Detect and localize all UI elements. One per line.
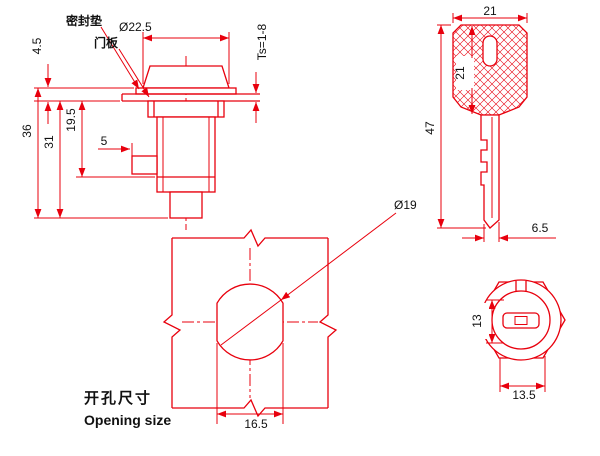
dim-panel-thickness-label: Ts=1-8	[255, 24, 269, 61]
dim-gasket-thickness: 4.5	[30, 37, 52, 124]
dim-key-tip-width-label: 6.5	[532, 221, 549, 235]
lock-body	[156, 116, 216, 193]
key-slot-notch	[514, 316, 528, 325]
opening-caption-en: Opening size	[84, 412, 171, 428]
dim-head-diameter: Ø22.5	[119, 20, 230, 84]
dim-under-panel-height-label: 31	[42, 135, 56, 149]
cam-tab	[131, 155, 158, 175]
gasket-label: 密封垫	[66, 13, 102, 28]
key-blade	[480, 114, 500, 229]
dim-hole-diameter-label: Ø19	[394, 198, 417, 212]
lock-head	[142, 65, 230, 89]
opening-view: Ø19 16.5 开孔尺寸 Opening size	[84, 198, 417, 431]
door-panel-leader-line	[118, 48, 150, 98]
mounting-nut	[147, 100, 225, 118]
cam-stem	[169, 191, 203, 219]
key-view: 21 21 47 6.5	[423, 4, 556, 242]
dim-key-length: 47	[423, 24, 486, 229]
key-slot	[502, 312, 540, 329]
mounting-hole	[216, 283, 284, 361]
dim-thread-length-label: 19.5	[64, 108, 78, 132]
dim-key-head-width-label: 21	[483, 4, 497, 18]
anti-rotation-tab	[515, 281, 527, 292]
side-view: Ø22.5 4.5 36 31 19.5	[20, 13, 269, 230]
dim-overall-height: 36	[20, 88, 42, 218]
dim-cam-offset: 5	[98, 134, 133, 157]
dim-key-head-width: 21	[452, 4, 528, 23]
gasket-leader-line	[100, 26, 140, 90]
dim-panel-thickness: Ts=1-8	[252, 24, 269, 123]
sealing-gasket	[135, 87, 237, 95]
dim-across-flats-label: 16.5	[244, 417, 268, 431]
dim-face-width: 13.5	[499, 356, 546, 402]
dim-gasket-thickness-label: 4.5	[30, 37, 44, 54]
dim-hole-diameter: Ø19	[220, 198, 417, 346]
dim-slot-height: 13	[470, 299, 504, 344]
dim-key-tip-width: 6.5	[462, 221, 556, 242]
dim-overall-height-label: 36	[20, 124, 34, 138]
dim-head-diameter-label: Ø22.5	[119, 20, 152, 34]
dim-key-length-label: 47	[423, 121, 437, 135]
door-panel-label: 门板	[94, 35, 119, 50]
dim-across-flats: 16.5	[216, 343, 284, 431]
opening-caption-cn: 开孔尺寸	[84, 389, 152, 407]
door-panel	[121, 93, 260, 102]
dim-slot-height-label: 13	[470, 314, 484, 328]
dim-cam-offset-label: 5	[101, 134, 108, 148]
panel-outline	[162, 228, 338, 418]
dim-key-head-height: 21	[453, 26, 476, 114]
dim-under-panel-height: 31	[42, 101, 64, 218]
key-head-hole	[482, 35, 498, 67]
dim-face-width-label: 13.5	[512, 388, 536, 402]
face-view: 13 13.5	[470, 279, 566, 402]
dim-key-head-height-label: 21	[453, 66, 467, 80]
extension-lines	[34, 87, 168, 219]
dim-thread-length: 19.5	[64, 101, 86, 177]
